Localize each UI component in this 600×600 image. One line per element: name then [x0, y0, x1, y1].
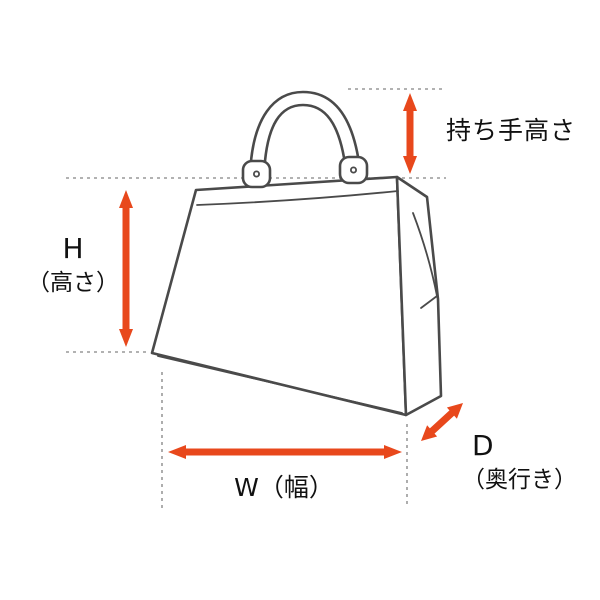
height-label: H （高さ） — [14, 232, 132, 297]
width-arrow — [168, 445, 402, 459]
bag-front-panel — [150, 175, 408, 417]
height-label-word: （高さ） — [27, 269, 119, 296]
depth-arrow — [421, 403, 463, 441]
bag-rivet-left — [252, 170, 260, 178]
depth-label-word: （奥行き） — [462, 466, 577, 493]
bag-rivet-right — [349, 166, 357, 174]
bag-handle-tab-left — [241, 159, 272, 189]
bag-gusset-fold — [412, 212, 438, 297]
bag-gusset-notch — [420, 295, 438, 309]
bag-base-seam — [157, 355, 403, 414]
height-label-letter: H — [62, 232, 84, 265]
bag-illustration — [150, 90, 443, 417]
depth-label-letter: D — [472, 429, 494, 462]
bag-side-panel — [395, 175, 443, 417]
bag-handle-tab-right — [338, 155, 369, 185]
depth-label: D （奥行き） — [462, 429, 577, 494]
height-arrow — [119, 190, 133, 347]
handle-height-arrow — [403, 93, 417, 174]
bag-flap-edge — [196, 190, 399, 206]
handle-height-label: 持ち手高さ — [446, 116, 577, 145]
width-label: W（幅） — [234, 473, 334, 502]
